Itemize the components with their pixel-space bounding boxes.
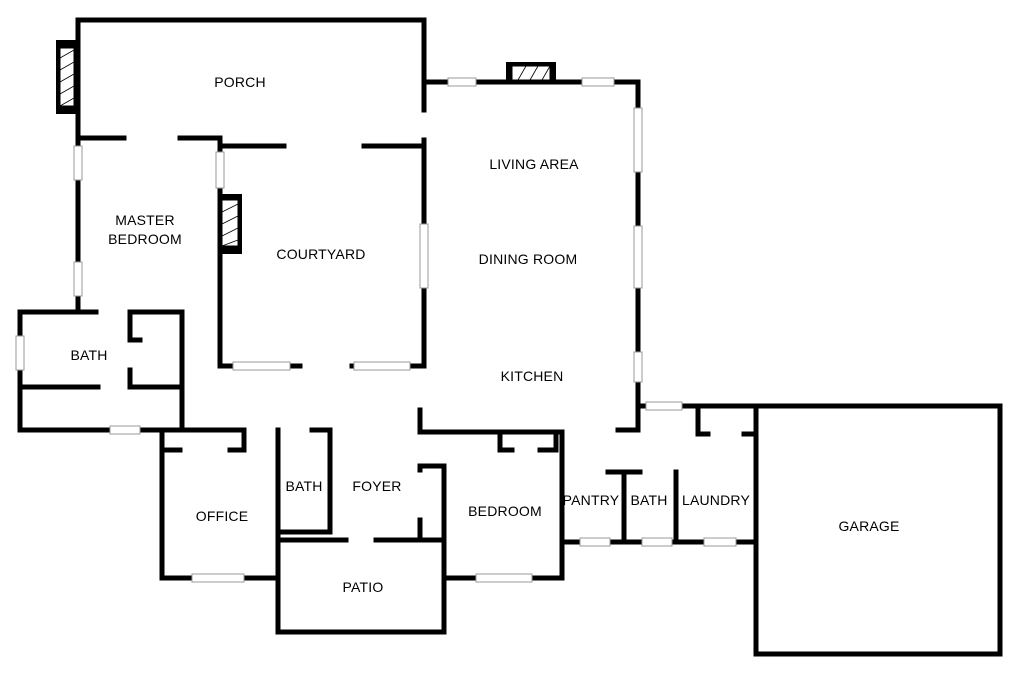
label-dining-room: DINING ROOM	[479, 251, 578, 267]
fireplace-courtyard	[220, 194, 242, 254]
window	[15, 335, 25, 371]
label-bedroom: BEDROOM	[468, 503, 542, 519]
window	[215, 151, 225, 189]
window	[633, 107, 643, 173]
window	[703, 537, 737, 547]
foyer-door-stub	[417, 463, 447, 543]
window	[447, 77, 477, 87]
room-labels: PORCH LIVING AREA MASTER BEDROOM COURTYA…	[70, 74, 899, 595]
bedroom-bottom-right-wall	[529, 545, 565, 581]
window	[191, 573, 245, 583]
label-office: OFFICE	[196, 508, 249, 524]
living-top-right-wall	[611, 79, 641, 111]
label-kitchen: KITCHEN	[501, 368, 564, 384]
window	[419, 223, 429, 289]
kitchen-counter-stub	[497, 429, 515, 453]
label-bath-utility: BATH	[630, 492, 667, 508]
master-bath-west-wall	[17, 309, 113, 433]
master-bath-top-right-wall	[127, 309, 185, 433]
label-bath-master: BATH	[70, 347, 107, 363]
window	[353, 361, 411, 371]
bedroom-walls	[441, 537, 479, 581]
kitchen-south-wall	[417, 407, 565, 551]
label-porch: PORCH	[214, 74, 266, 90]
label-courtyard: COURTYARD	[276, 246, 365, 262]
fireplace-living	[506, 62, 556, 84]
window	[645, 401, 683, 411]
label-foyer: FOYER	[352, 478, 401, 494]
label-master-bedroom-line1: MASTER	[115, 212, 175, 228]
walls	[17, 17, 1003, 657]
window	[73, 145, 83, 181]
windows	[15, 77, 737, 583]
window	[475, 573, 533, 583]
window	[232, 361, 291, 371]
window	[641, 537, 673, 547]
hall-bath-east-wall	[277, 427, 333, 535]
bedroom-closet-stub	[537, 429, 559, 453]
window	[633, 351, 643, 383]
window	[579, 537, 611, 547]
master-bath-inner-wall-2	[127, 367, 185, 390]
window	[109, 425, 141, 435]
window	[581, 77, 615, 87]
label-master-bedroom-line2: BEDROOM	[108, 231, 182, 247]
laundry-closet-stub-left	[695, 403, 711, 437]
label-bath-hall: BATH	[285, 478, 322, 494]
label-pantry: PANTRY	[563, 492, 620, 508]
office-walls	[159, 427, 195, 581]
label-garage: GARAGE	[838, 518, 899, 534]
office-top-wall	[159, 427, 247, 453]
label-laundry: LAUNDRY	[682, 492, 751, 508]
garage-walls	[753, 403, 1003, 657]
label-living-area: LIVING AREA	[489, 156, 579, 172]
window	[633, 225, 643, 289]
window	[73, 261, 83, 297]
label-patio: PATIO	[343, 579, 384, 595]
master-bath-inner-wall	[127, 309, 143, 343]
fireplace-porch	[56, 40, 78, 114]
living-east-wall-segment-3	[615, 379, 641, 433]
